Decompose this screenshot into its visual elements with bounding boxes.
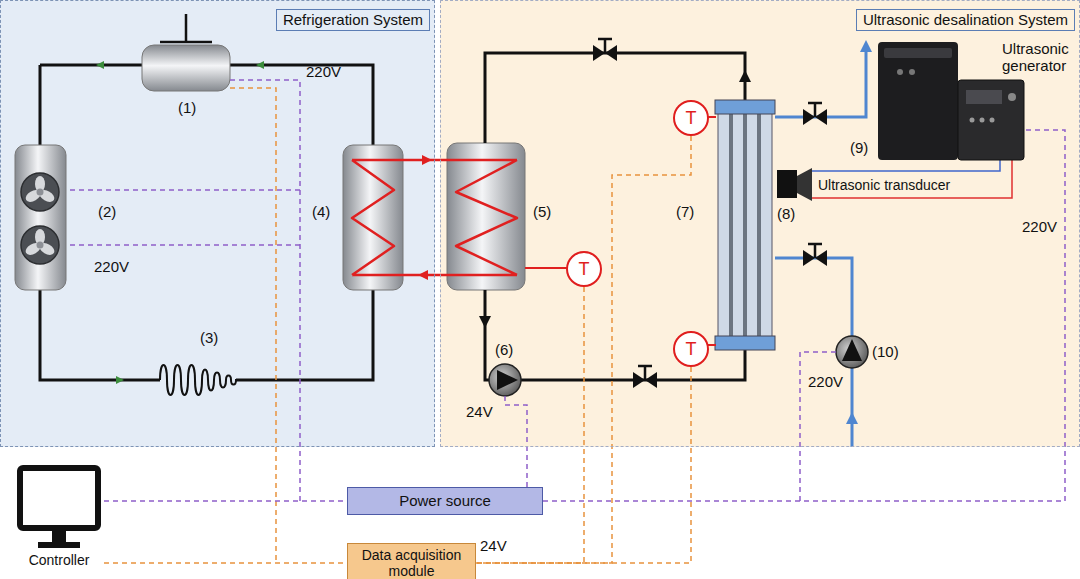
part-label: 220V bbox=[808, 374, 843, 390]
node-text: T bbox=[686, 108, 697, 128]
part-label: 220V bbox=[1022, 219, 1057, 235]
module-cap bbox=[715, 100, 775, 114]
callout-number: (5) bbox=[533, 204, 551, 220]
circulation-pump bbox=[489, 364, 521, 396]
flow-arrow bbox=[422, 155, 432, 165]
monitor-base bbox=[38, 542, 80, 548]
seawater-pipe bbox=[775, 52, 866, 447]
valve-symbol bbox=[803, 103, 827, 125]
part-label: 220V bbox=[306, 64, 341, 80]
callout-number: (4) bbox=[312, 204, 330, 220]
generator-knob bbox=[897, 69, 903, 75]
system-panel: Ultrasonic desalination SystemT T T bbox=[440, 0, 1080, 447]
signal-wire bbox=[104, 500, 347, 502]
condenser-fan bbox=[21, 173, 59, 211]
node-text: Controller bbox=[29, 552, 90, 568]
valve-symbol bbox=[633, 366, 657, 388]
monitor-symbol bbox=[14, 462, 104, 550]
system-panel: Refrigeration System bbox=[0, 0, 435, 447]
controller-icon: Controller bbox=[14, 462, 104, 579]
panel-ground bbox=[0, 0, 435, 447]
pump-triangle bbox=[497, 370, 518, 390]
signal-wire bbox=[476, 367, 691, 563]
callout-number: (2) bbox=[98, 204, 116, 220]
sensor-stub bbox=[525, 117, 716, 345]
flow-arrow bbox=[116, 376, 124, 384]
signal-cable bbox=[812, 160, 1000, 171]
signal-wire bbox=[230, 88, 276, 561]
compressor-stem bbox=[160, 14, 212, 42]
flow-arrow bbox=[96, 61, 104, 69]
callout-number: (7) bbox=[676, 204, 694, 220]
ultrasonic-transducer bbox=[777, 170, 797, 198]
part-label: Ultrasonic generator bbox=[1002, 40, 1080, 74]
callout-number: (6) bbox=[495, 342, 513, 358]
callout-number: (3) bbox=[200, 330, 218, 346]
condenser bbox=[15, 145, 66, 290]
node-text: Data acquisition module bbox=[352, 547, 471, 579]
ultrasonic-generator bbox=[878, 42, 958, 160]
membrane-module bbox=[718, 112, 772, 338]
generator-knob bbox=[970, 118, 975, 123]
callout-number: (10) bbox=[872, 344, 899, 360]
ultrasonic-generator bbox=[958, 80, 1024, 160]
node-text: Power source bbox=[399, 492, 491, 510]
signal-cable bbox=[812, 160, 1012, 198]
flow-arrow bbox=[846, 412, 858, 424]
generator-knob bbox=[980, 118, 985, 123]
power-wire bbox=[66, 80, 1065, 501]
generator-knob bbox=[909, 69, 915, 75]
node-text: Ultrasonic desalination System bbox=[856, 9, 1075, 31]
capillary-tube bbox=[160, 365, 265, 395]
power-box: Power source bbox=[347, 487, 543, 515]
compressor bbox=[142, 45, 230, 91]
flow-arrow bbox=[479, 316, 491, 328]
condenser-fan bbox=[21, 226, 59, 264]
monitor-screen bbox=[20, 468, 98, 528]
flow-arrow bbox=[860, 40, 872, 52]
part-label: 220V bbox=[94, 259, 129, 275]
valve-symbol bbox=[593, 39, 617, 61]
node-text: Refrigeration System bbox=[276, 9, 430, 31]
temperature-sensor: T bbox=[673, 100, 709, 136]
part-label: Ultrasonic transducer bbox=[818, 177, 950, 193]
part-label: 24V bbox=[466, 404, 493, 420]
callout-number: (1) bbox=[178, 100, 196, 116]
flow-arrow bbox=[739, 70, 751, 82]
generator-knob bbox=[1008, 93, 1016, 101]
flow-arrow bbox=[418, 270, 428, 280]
node-text: T bbox=[686, 339, 697, 359]
signal-wire bbox=[476, 287, 584, 563]
part-label: 24V bbox=[480, 538, 507, 554]
temperature-sensor: T bbox=[673, 331, 709, 367]
valve-symbol bbox=[803, 244, 827, 266]
generator-panel bbox=[884, 48, 952, 58]
node-text: T bbox=[579, 259, 590, 279]
water-pipe bbox=[485, 53, 745, 380]
generator-display bbox=[966, 90, 1002, 104]
refrigerant-pipe bbox=[40, 65, 373, 380]
monitor-neck bbox=[52, 531, 66, 542]
flow-arrow bbox=[256, 61, 264, 69]
panel-ground bbox=[440, 0, 1080, 447]
generator-knob bbox=[990, 118, 995, 123]
module-cap bbox=[715, 336, 775, 350]
feed-pump bbox=[836, 336, 868, 368]
signal-wire bbox=[104, 562, 347, 564]
transducer-horn bbox=[797, 168, 812, 201]
daq-box: Data acquisition module bbox=[347, 543, 476, 579]
pump-triangle bbox=[842, 339, 862, 361]
callout-number: (9) bbox=[850, 140, 868, 156]
membrane-tubes bbox=[731, 114, 759, 336]
callout-number: (8) bbox=[777, 206, 795, 222]
temperature-sensor: T bbox=[566, 251, 602, 287]
